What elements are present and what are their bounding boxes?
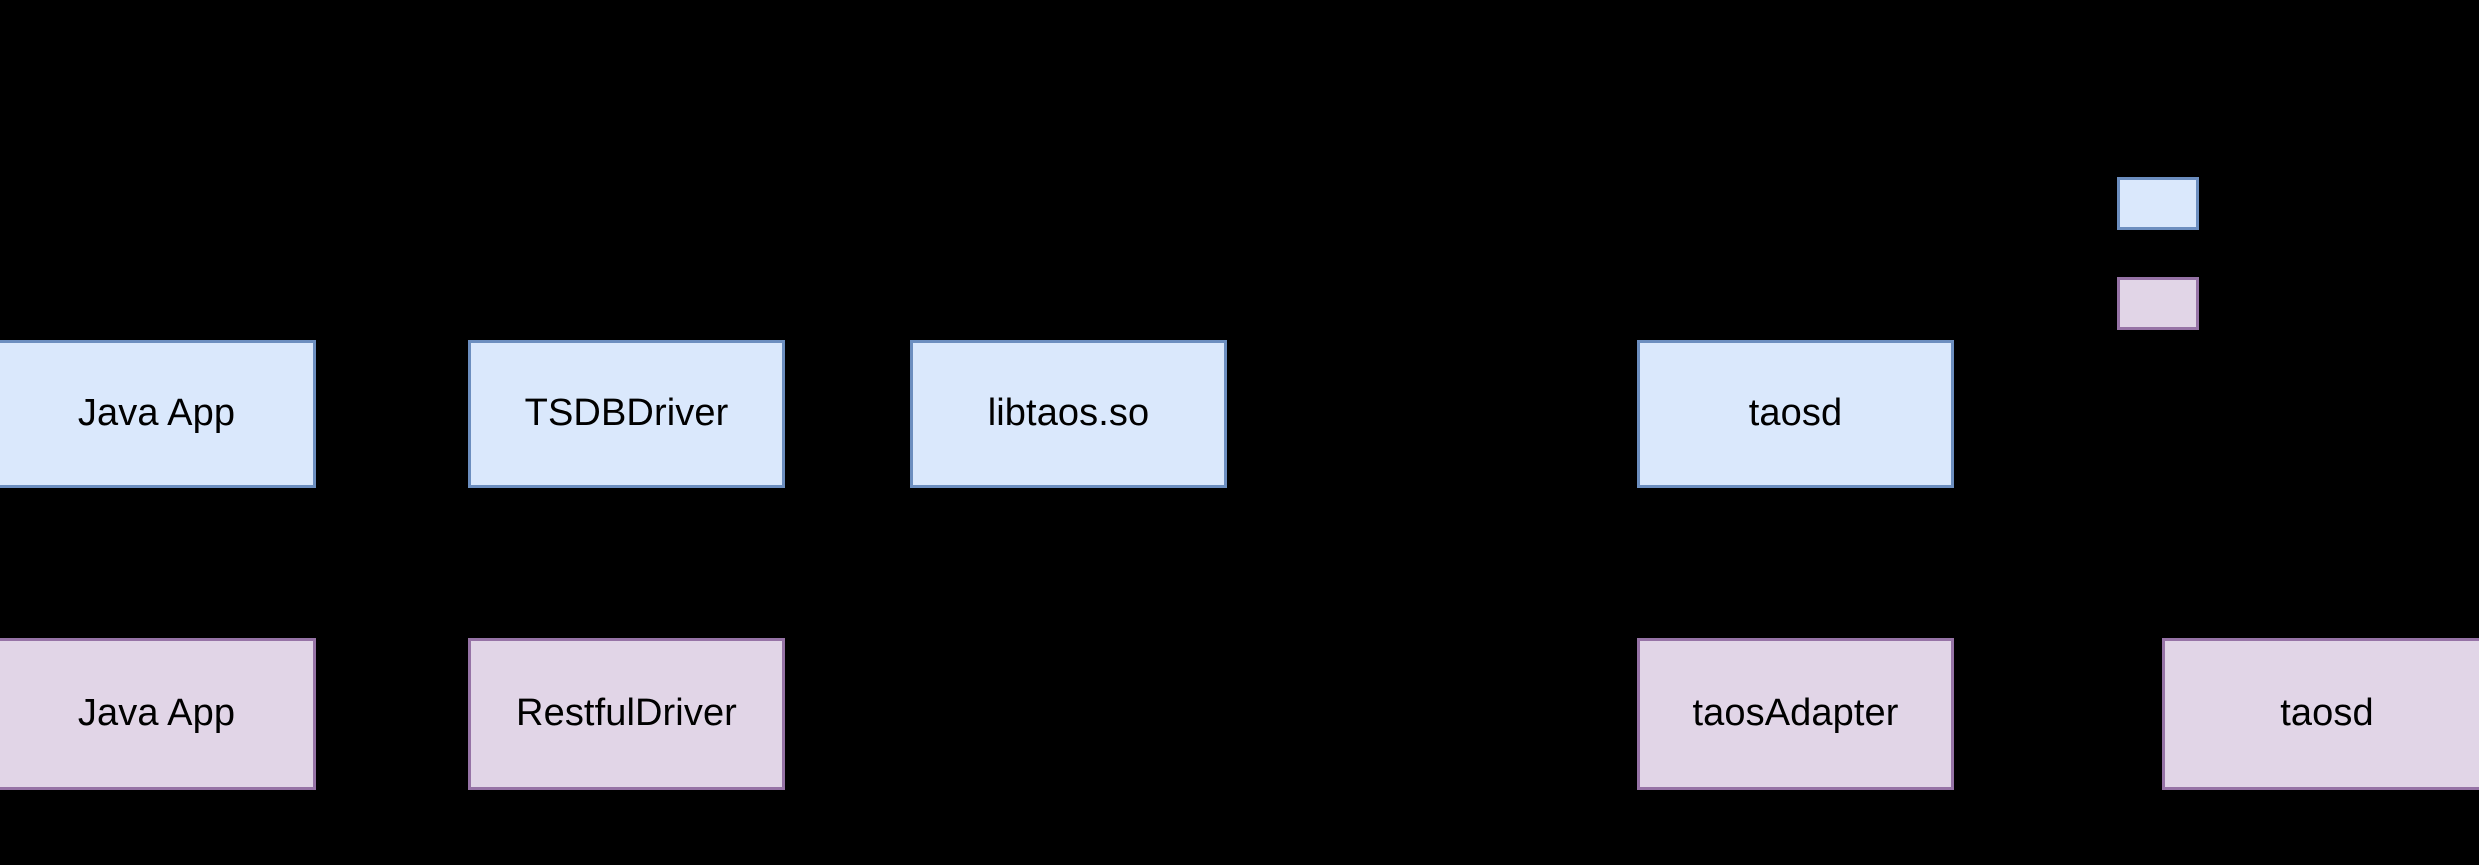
node-label: RestfulDriver (516, 692, 737, 735)
node-taos-adapter[interactable]: taosAdapter (1637, 638, 1954, 790)
legend-swatch-rest-connection (2117, 277, 2199, 330)
node-label: taosAdapter (1692, 692, 1899, 735)
node-label: libtaos.so (987, 392, 1150, 435)
node-label: Java App (77, 392, 236, 435)
node-taosd-rest[interactable]: taosd (2162, 638, 2479, 790)
legend-swatch-native-connection (2117, 177, 2199, 230)
node-tsdb-driver[interactable]: TSDBDriver (468, 340, 785, 488)
node-label: taosd (1748, 392, 1843, 435)
node-java-app-rest[interactable]: Java App (0, 638, 316, 790)
node-label: taosd (2280, 692, 2374, 735)
node-label: TSDBDriver (524, 392, 729, 435)
node-label: Java App (77, 692, 236, 735)
node-java-app-native[interactable]: Java App (0, 340, 316, 488)
node-taosd-native[interactable]: taosd (1637, 340, 1954, 488)
node-restful-driver[interactable]: RestfulDriver (468, 638, 785, 790)
node-libtaos-so[interactable]: libtaos.so (910, 340, 1227, 488)
